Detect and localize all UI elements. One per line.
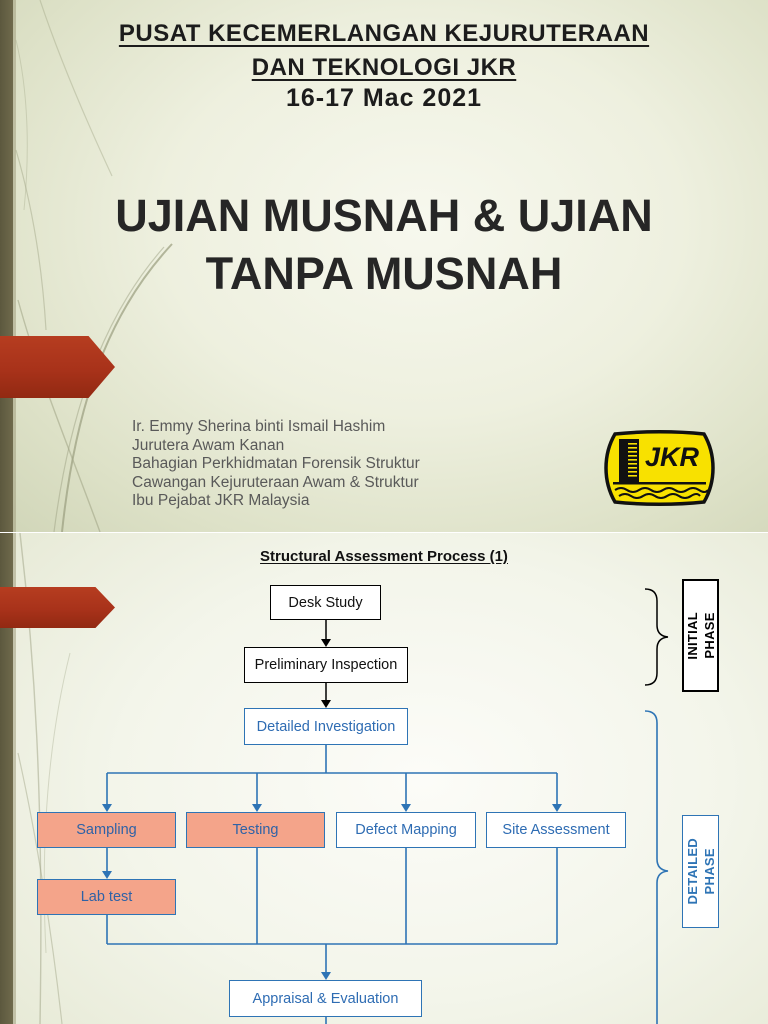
initial-phase-text: INITIAL PHASE [684,612,718,660]
logo-building-window [628,467,637,469]
arrowhead-icon [552,804,562,812]
phase-word: PHASE [701,848,717,895]
red-arrow-marker-icon [0,587,115,628]
logo-building-window [628,459,637,461]
step-lab-test: Lab test [37,879,176,915]
arrowhead-icon [401,804,411,812]
event-header-text: DAN TEKNOLOGI JKR [251,54,517,81]
step-detailed-investigation: Detailed Investigation [244,708,408,745]
logo-building-window [628,451,637,453]
logo-building-window [628,471,637,473]
logo-wave [614,487,709,493]
event-header-line-1: PUSAT KECEMERLANGAN KEJURUTERAAN [0,19,768,49]
logo-wave [618,493,701,499]
decorative-curve [15,39,28,211]
logo-text: JKR [645,442,700,472]
initial-phase-label: INITIAL PHASE [682,579,719,692]
phase-word: DETAILED [684,838,700,905]
arrowhead-icon [252,804,262,812]
detailed-phase-brace [644,710,669,1024]
step-testing: Testing [186,812,325,848]
event-date: 16-17 Mac 2021 [285,84,483,112]
step-defect-mapping: Defect Mapping [336,812,476,848]
detailed-phase-label: DETAILED PHASE [682,815,719,928]
event-header-text: PUSAT KECEMERLANGAN KEJURUTERAAN [118,20,650,47]
arrowhead-icon [321,700,331,708]
event-header-line-2: DAN TEKNOLOGI JKR [0,53,768,83]
arrowhead-icon [102,804,112,812]
phase-word: PHASE [701,612,717,659]
logo-base-line [613,482,706,485]
presenter-name: Ir. Emmy Sherina binti Ismail Hashim [132,418,386,435]
presenter-branch: Cawangan Kejuruteraan Awam & Struktur [132,473,419,491]
template-side-bar-edge [13,0,16,532]
logo-building-window [628,463,637,465]
logo-building-window [628,447,637,449]
flowchart-title: Structural Assessment Process (1) [260,548,508,565]
presenter-office: Ibu Pejabat JKR Malaysia [132,492,310,509]
jkr-logo-icon: JKR [604,430,715,506]
presenter-division: Bahagian Perkhidmatan Forensik Struktur [132,455,420,472]
logo-building-window [628,443,637,445]
red-arrow-marker-icon [0,336,115,398]
presentation-title-line-1: UJIAN MUSNAH & UJIAN [115,190,653,241]
decorative-curves [15,0,173,532]
template-side-bar-edge [13,533,16,1024]
step-appraisal-evaluation: Appraisal & Evaluation [229,980,422,1017]
presentation-title-line-2: TANPA MUSNAH [205,248,563,299]
step-desk-study: Desk Study [270,585,381,620]
logo-building-window [628,455,637,457]
decorative-curve [39,0,113,177]
step-preliminary-inspection: Preliminary Inspection [244,647,408,683]
decorative-curve [15,149,47,331]
decorative-curve [17,299,101,532]
phase-word: INITIAL [684,611,700,660]
presenter-info: Ir. Emmy Sherina binti Ismail Hashim Jur… [132,418,420,511]
presenter-position: Jurutera Awam Kanan [132,436,285,454]
decorative-curve [61,243,173,532]
template-side-bar [0,533,13,1024]
logo-building-window [628,475,637,477]
step-sampling: Sampling [37,812,176,848]
decorative-curve [19,533,42,1024]
detailed-phase-text: DETAILED PHASE [684,838,718,904]
step-site-assessment: Site Assessment [486,812,626,848]
flow-connectors [102,588,669,1024]
process-slide: Structural Assessment Process (1) Desk S… [0,533,768,1024]
title-slide: PUSAT KECEMERLANGAN KEJURUTERAAN DAN TEK… [0,0,768,532]
initial-phase-brace [644,588,669,686]
arrowhead-icon [102,871,112,879]
template-side-bar [0,0,13,532]
arrowhead-icon [321,972,331,980]
arrowhead-icon [321,639,331,647]
